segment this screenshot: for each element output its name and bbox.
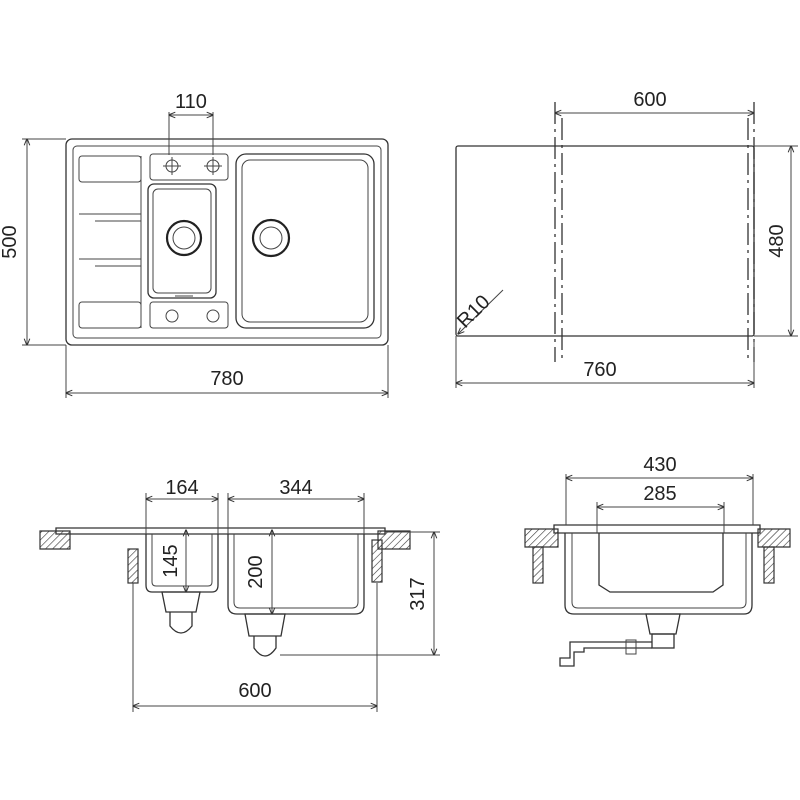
front-section-view: 164 344 145 200 317 600 [39,477,440,712]
large-bowl-drain [251,218,291,258]
cutout-outline [455,145,755,337]
top-view: 110 500 780 [0,91,388,398]
dim-sink-width: 780 [210,368,243,390]
dim-corner-radius: R10 [453,291,495,333]
dim-inner-cutout-width: 600 [633,89,666,111]
tap-hole-markers-top [149,153,229,181]
small-bowl-drain [165,219,203,257]
dim-cabinet-width: 600 [238,680,271,702]
dim-faucet-spacing: 110 [175,91,207,113]
side-waste-trap [559,613,681,667]
cutout-view: 600 480 R10 760 [453,89,798,388]
drainer-area [78,155,142,329]
dim-overall-depth: 317 [407,577,429,610]
dim-large-bowl-width: 344 [279,477,312,499]
dim-cutout-height: 480 [766,224,788,257]
large-bowl-top [235,153,375,329]
dim-small-bowl-depth: 145 [160,544,182,577]
dim-cutout-width: 760 [583,359,616,381]
countertop-left-side [524,528,559,548]
tap-hole-markers-bottom [149,301,229,329]
dim-side-outer-width: 430 [643,454,676,476]
countertop-right-side [757,528,791,548]
dim-large-bowl-depth: 200 [245,555,267,588]
dim-small-bowl-width: 164 [165,477,198,499]
sink-rim-inner [72,145,382,339]
large-bowl-waste [244,613,286,657]
sink-outline [65,138,389,346]
countertop-left [39,530,71,550]
side-section-view: 430 285 [524,454,791,667]
small-bowl-top [147,183,217,299]
dim-sink-height: 500 [0,225,21,258]
dim-side-inner-width: 285 [643,483,676,505]
small-bowl-waste [161,591,201,634]
